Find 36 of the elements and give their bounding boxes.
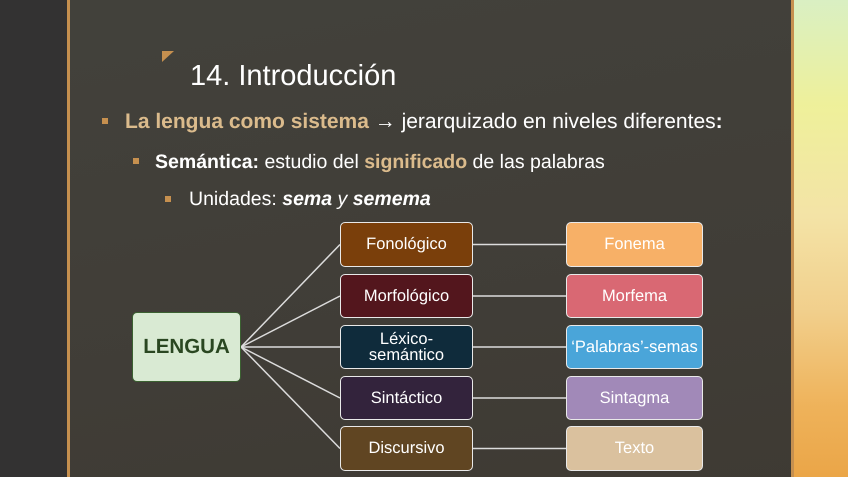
process-box — [566, 376, 703, 420]
connector-line — [473, 346, 566, 348]
connector-line — [240, 346, 340, 399]
box-label: Sintagma — [600, 390, 670, 406]
connector-line — [240, 346, 341, 450]
box-label: LENGUA — [143, 336, 230, 358]
process-box — [566, 426, 703, 471]
box-label: Fonema — [604, 236, 665, 253]
connector-line — [473, 448, 566, 450]
process-box — [566, 325, 703, 369]
process-box — [340, 426, 473, 471]
process-box — [566, 274, 703, 318]
bullet-text: Unidades: sema y semema — [189, 188, 431, 211]
box-label: ‘Palabras’-semas — [571, 338, 698, 356]
slide-title: 14. Introducción — [190, 58, 396, 94]
bullet-text: Semántica: estudio del significado de las palabras — [155, 150, 605, 174]
box-label: Morfema — [602, 288, 668, 304]
box-label: Sintáctico — [370, 390, 442, 406]
bullet-text: La lengua como sistema → jerarquizado en niveles diferentes: — [125, 109, 723, 134]
box-label: Fonológico — [366, 236, 447, 253]
process-box — [340, 376, 473, 420]
connector-line — [473, 244, 566, 246]
connector-line — [473, 295, 566, 297]
box-label: Discursivo — [368, 440, 445, 457]
process-box — [566, 222, 703, 267]
box-label: Morfológico — [364, 288, 450, 304]
process-box — [340, 325, 473, 369]
connector-line — [240, 295, 340, 348]
connector-line — [473, 397, 566, 399]
box-label: Texto — [614, 440, 654, 457]
root-box — [132, 312, 241, 382]
process-box — [340, 222, 473, 267]
process-box — [340, 274, 473, 318]
connector-line — [241, 346, 340, 348]
connector-line — [240, 244, 341, 348]
box-label: Léxico-semántico — [368, 330, 446, 364]
